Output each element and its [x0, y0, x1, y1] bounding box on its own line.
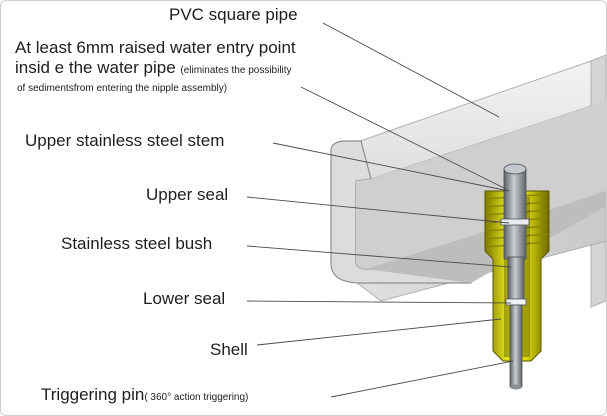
label-pvc-square-pipe: PVC square pipe [169, 5, 298, 24]
leader-lower-seal [246, 300, 512, 304]
label-triggering-pin: Triggering pin( 360° action triggering) [41, 386, 248, 407]
leader-pvc-pipe [322, 22, 500, 118]
triggering-pin [509, 304, 523, 390]
leader-shell [256, 318, 502, 346]
leader-entry-point [300, 86, 507, 190]
label-entry-point-main: insid e the water pipe [15, 58, 176, 77]
label-entry-point-line1: At least 6mm raised water entry point [15, 38, 296, 57]
upper-seal [500, 218, 530, 226]
label-pin-note: ( 360° action triggering) [144, 392, 249, 403]
label-lower-seal: Lower seal [143, 289, 226, 308]
leader-lines [246, 22, 514, 398]
pvc-pipe [329, 54, 606, 308]
leader-bush [246, 245, 512, 268]
label-upper-stem: Upper stainless steel stem [25, 131, 225, 150]
upper-stem [503, 163, 527, 260]
steel-bush [507, 256, 525, 302]
label-pin-main: Triggering pin [41, 385, 145, 404]
leader-upper-seal [246, 196, 510, 224]
label-entry-point-line2: insid e the water pipe (eliminates the p… [15, 59, 292, 80]
leader-upper-stem [272, 142, 510, 192]
label-upper-seal: Upper seal [146, 185, 229, 204]
leader-pin [330, 360, 514, 398]
label-entry-point-note: (eliminates the possibility [180, 65, 292, 76]
lower-seal [505, 298, 527, 306]
label-steel-bush: Stainless steel bush [61, 234, 213, 253]
label-entry-point-note-line2: of sedimentsfrom entering the nipple ass… [17, 83, 228, 94]
label-shell: Shell [210, 340, 248, 359]
